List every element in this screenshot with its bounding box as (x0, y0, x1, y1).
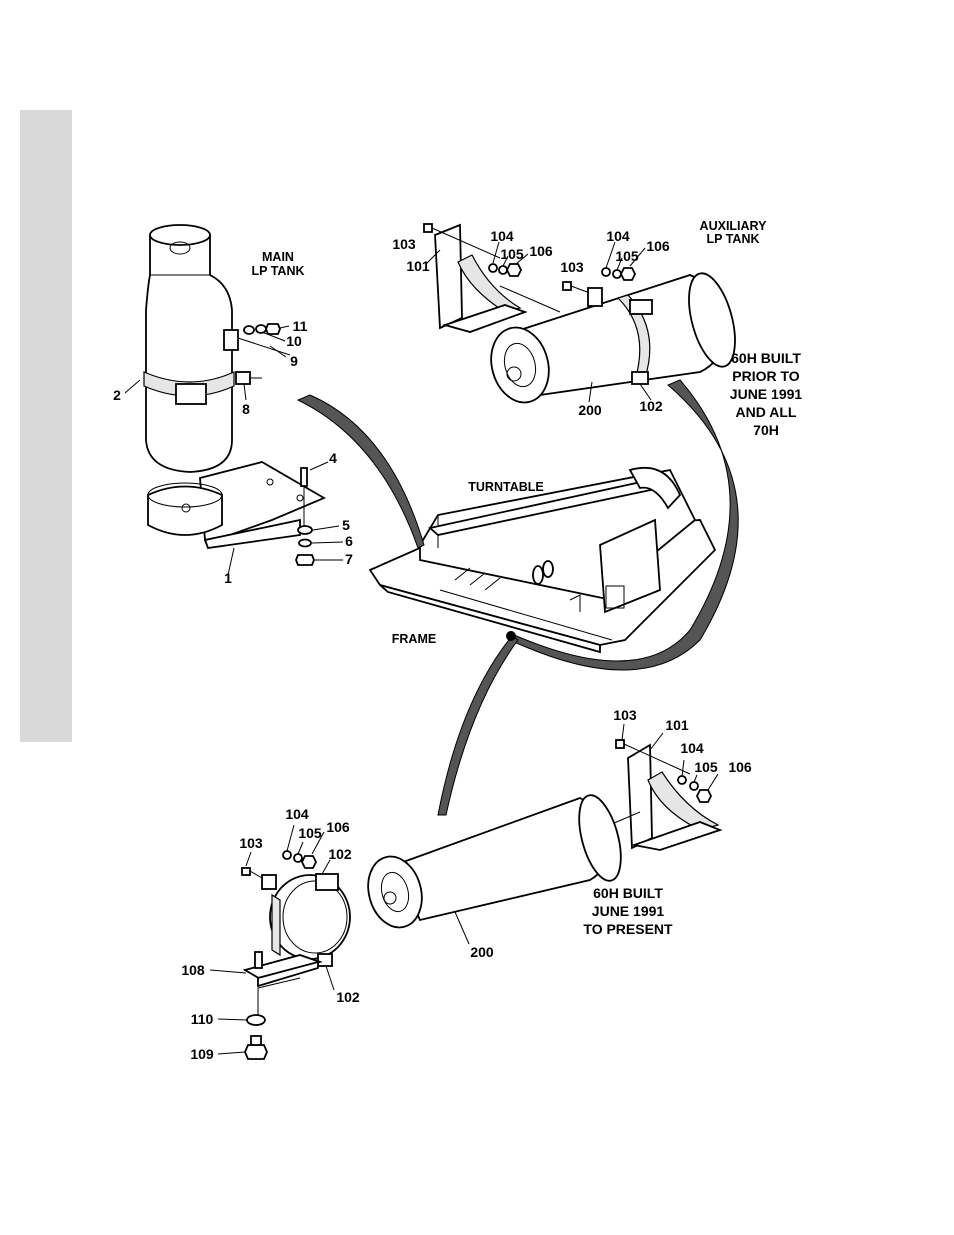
caption-main-line2: LP TANK (251, 264, 304, 278)
callout-105-c: 105 (694, 759, 718, 775)
caption-aux-line1: AUXILIARY (700, 219, 768, 233)
callout-106-d: 106 (326, 819, 350, 835)
callout-11: 11 (293, 318, 308, 334)
callout-8: 8 (242, 401, 250, 417)
callout-102-c: 102 (336, 989, 360, 1005)
caption-main-tank: MAIN LP TANK (251, 250, 304, 278)
callout-101-b: 101 (665, 717, 689, 733)
callout-110: 110 (191, 1011, 214, 1027)
callout-103-c: 103 (613, 707, 637, 723)
version-present-line3: TO PRESENT (583, 921, 673, 937)
callout-200-b: 200 (470, 944, 494, 960)
callout-105-d: 105 (298, 825, 322, 841)
callout-108: 108 (181, 962, 205, 978)
callout-1: 1 (224, 570, 232, 586)
callout-103-b: 103 (560, 259, 584, 275)
caption-aux-tank: AUXILIARY LP TANK (700, 219, 768, 246)
callout-103-a: 103 (392, 236, 416, 252)
caption-version-prior: 60H BUILT PRIOR TO JUNE 1991 AND ALL 70H (730, 350, 803, 438)
callout-105-b: 105 (615, 248, 639, 264)
callout-106-c: 106 (728, 759, 752, 775)
callout-104-d: 104 (285, 806, 309, 822)
callout-5: 5 (342, 517, 350, 533)
callout-2: 2 (113, 387, 121, 403)
version-prior-line4: AND ALL (736, 404, 797, 420)
callout-102-b: 102 (328, 846, 352, 862)
caption-turntable: TURNTABLE (468, 480, 543, 494)
callout-109: 109 (190, 1046, 214, 1062)
callout-104-c: 104 (680, 740, 704, 756)
caption-main-line1: MAIN (262, 250, 294, 264)
version-present-line1: 60H BUILT (593, 885, 663, 901)
callout-7: 7 (345, 551, 353, 567)
callout-101-a: 101 (406, 258, 430, 274)
callout-200-a: 200 (578, 402, 602, 418)
aux-tank-top-assembly (424, 224, 744, 409)
caption-version-present: 60H BUILT JUNE 1991 TO PRESENT (583, 885, 673, 937)
version-prior-line5: 70H (753, 422, 779, 438)
version-prior-line3: JUNE 1991 (730, 386, 803, 402)
callout-106-a: 106 (529, 243, 553, 259)
callout-102-a: 102 (639, 398, 663, 414)
callout-4: 4 (329, 450, 337, 466)
caption-frame: FRAME (392, 632, 436, 646)
callout-105-a: 105 (500, 246, 524, 262)
callout-9: 9 (290, 353, 298, 369)
callout-106-b: 106 (646, 238, 670, 254)
callout-104-b: 104 (606, 228, 630, 244)
callout-6: 6 (345, 533, 353, 549)
callout-104-a: 104 (490, 228, 514, 244)
version-prior-line1: 60H BUILT (731, 350, 801, 366)
callout-103-d: 103 (239, 835, 263, 851)
version-prior-line2: PRIOR TO (732, 368, 800, 384)
turntable-frame-assembly (370, 468, 715, 652)
callout-10: 10 (286, 333, 302, 349)
caption-aux-line2: LP TANK (706, 232, 759, 246)
version-present-line2: JUNE 1991 (592, 903, 665, 919)
